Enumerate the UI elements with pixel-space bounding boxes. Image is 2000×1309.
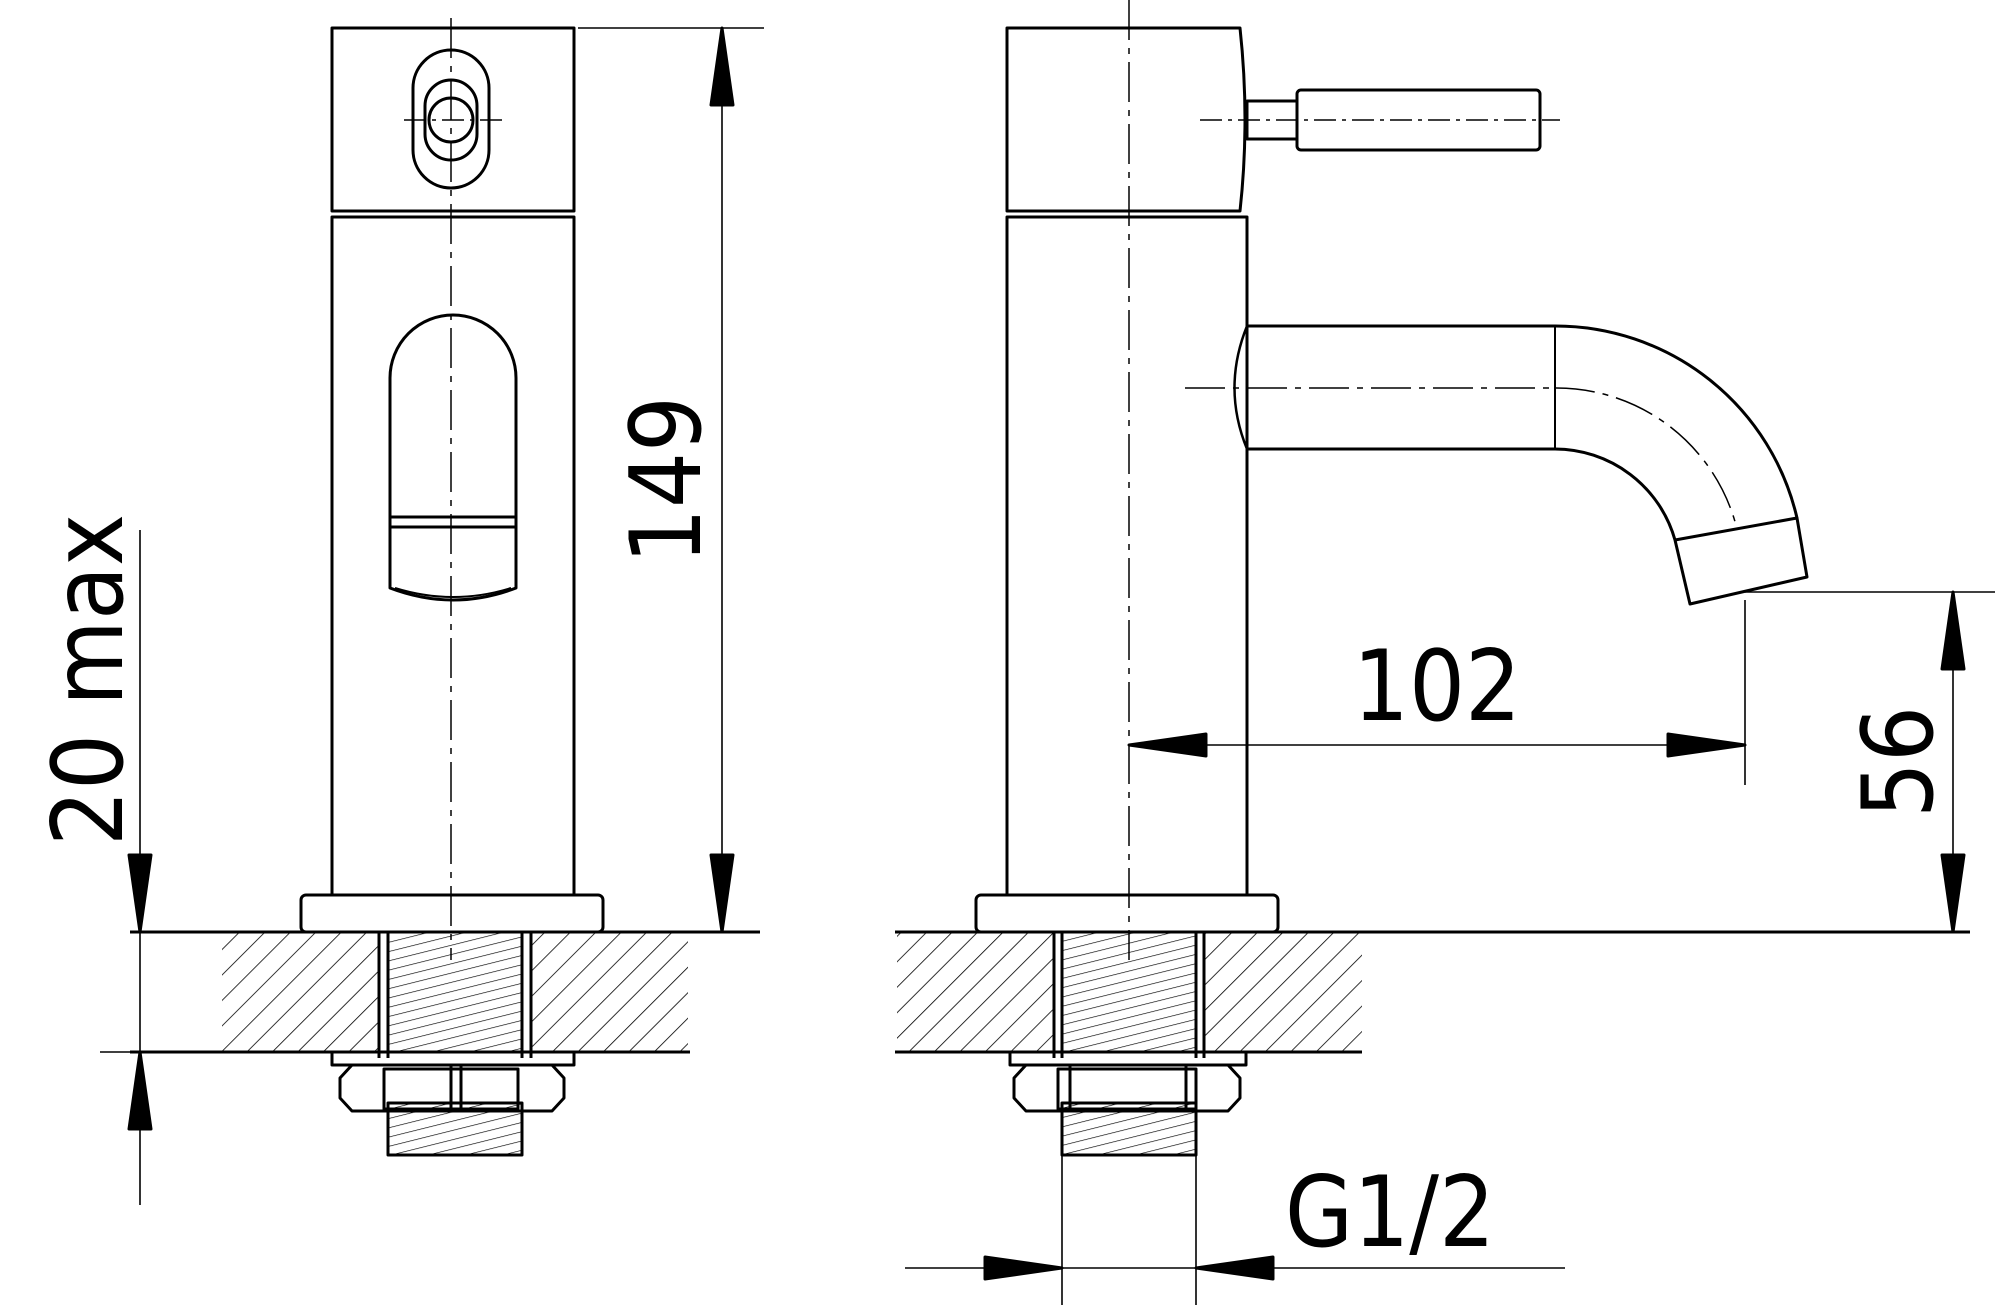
side-top-block <box>1005 26 1247 213</box>
front-view: 149 20 max <box>32 18 764 1205</box>
label-height-149: 149 <box>610 396 724 564</box>
dimension-g1-2: G1/2 <box>905 1155 1565 1305</box>
label-thread-g1-2: G1/2 <box>1285 1156 1495 1270</box>
label-height-56: 56 <box>1842 706 1956 818</box>
dimension-20-max: 20 max <box>32 514 230 1205</box>
front-handle-knob <box>404 48 508 190</box>
label-reach-102: 102 <box>1353 630 1521 744</box>
side-mounting-nut <box>1008 1050 1248 1157</box>
front-body <box>330 215 576 897</box>
side-spout <box>1185 324 1809 606</box>
front-mounting-nut <box>330 1050 576 1157</box>
dimension-56: 56 <box>1745 590 1995 934</box>
label-deck-20-max: 20 max <box>32 514 146 846</box>
side-countertop-section <box>895 930 1970 1058</box>
front-countertop-section <box>130 930 760 1058</box>
front-spout <box>388 313 518 602</box>
dimension-102: 102 <box>1127 600 1747 785</box>
side-base-flange <box>974 893 1280 934</box>
front-base-flange <box>299 893 605 934</box>
side-body <box>1005 215 1249 897</box>
front-top-handle-block <box>330 26 576 213</box>
side-lever-handle <box>1200 88 1560 152</box>
side-view: 102 56 G1/2 <box>895 0 1995 1305</box>
dimension-149: 149 <box>578 26 764 934</box>
